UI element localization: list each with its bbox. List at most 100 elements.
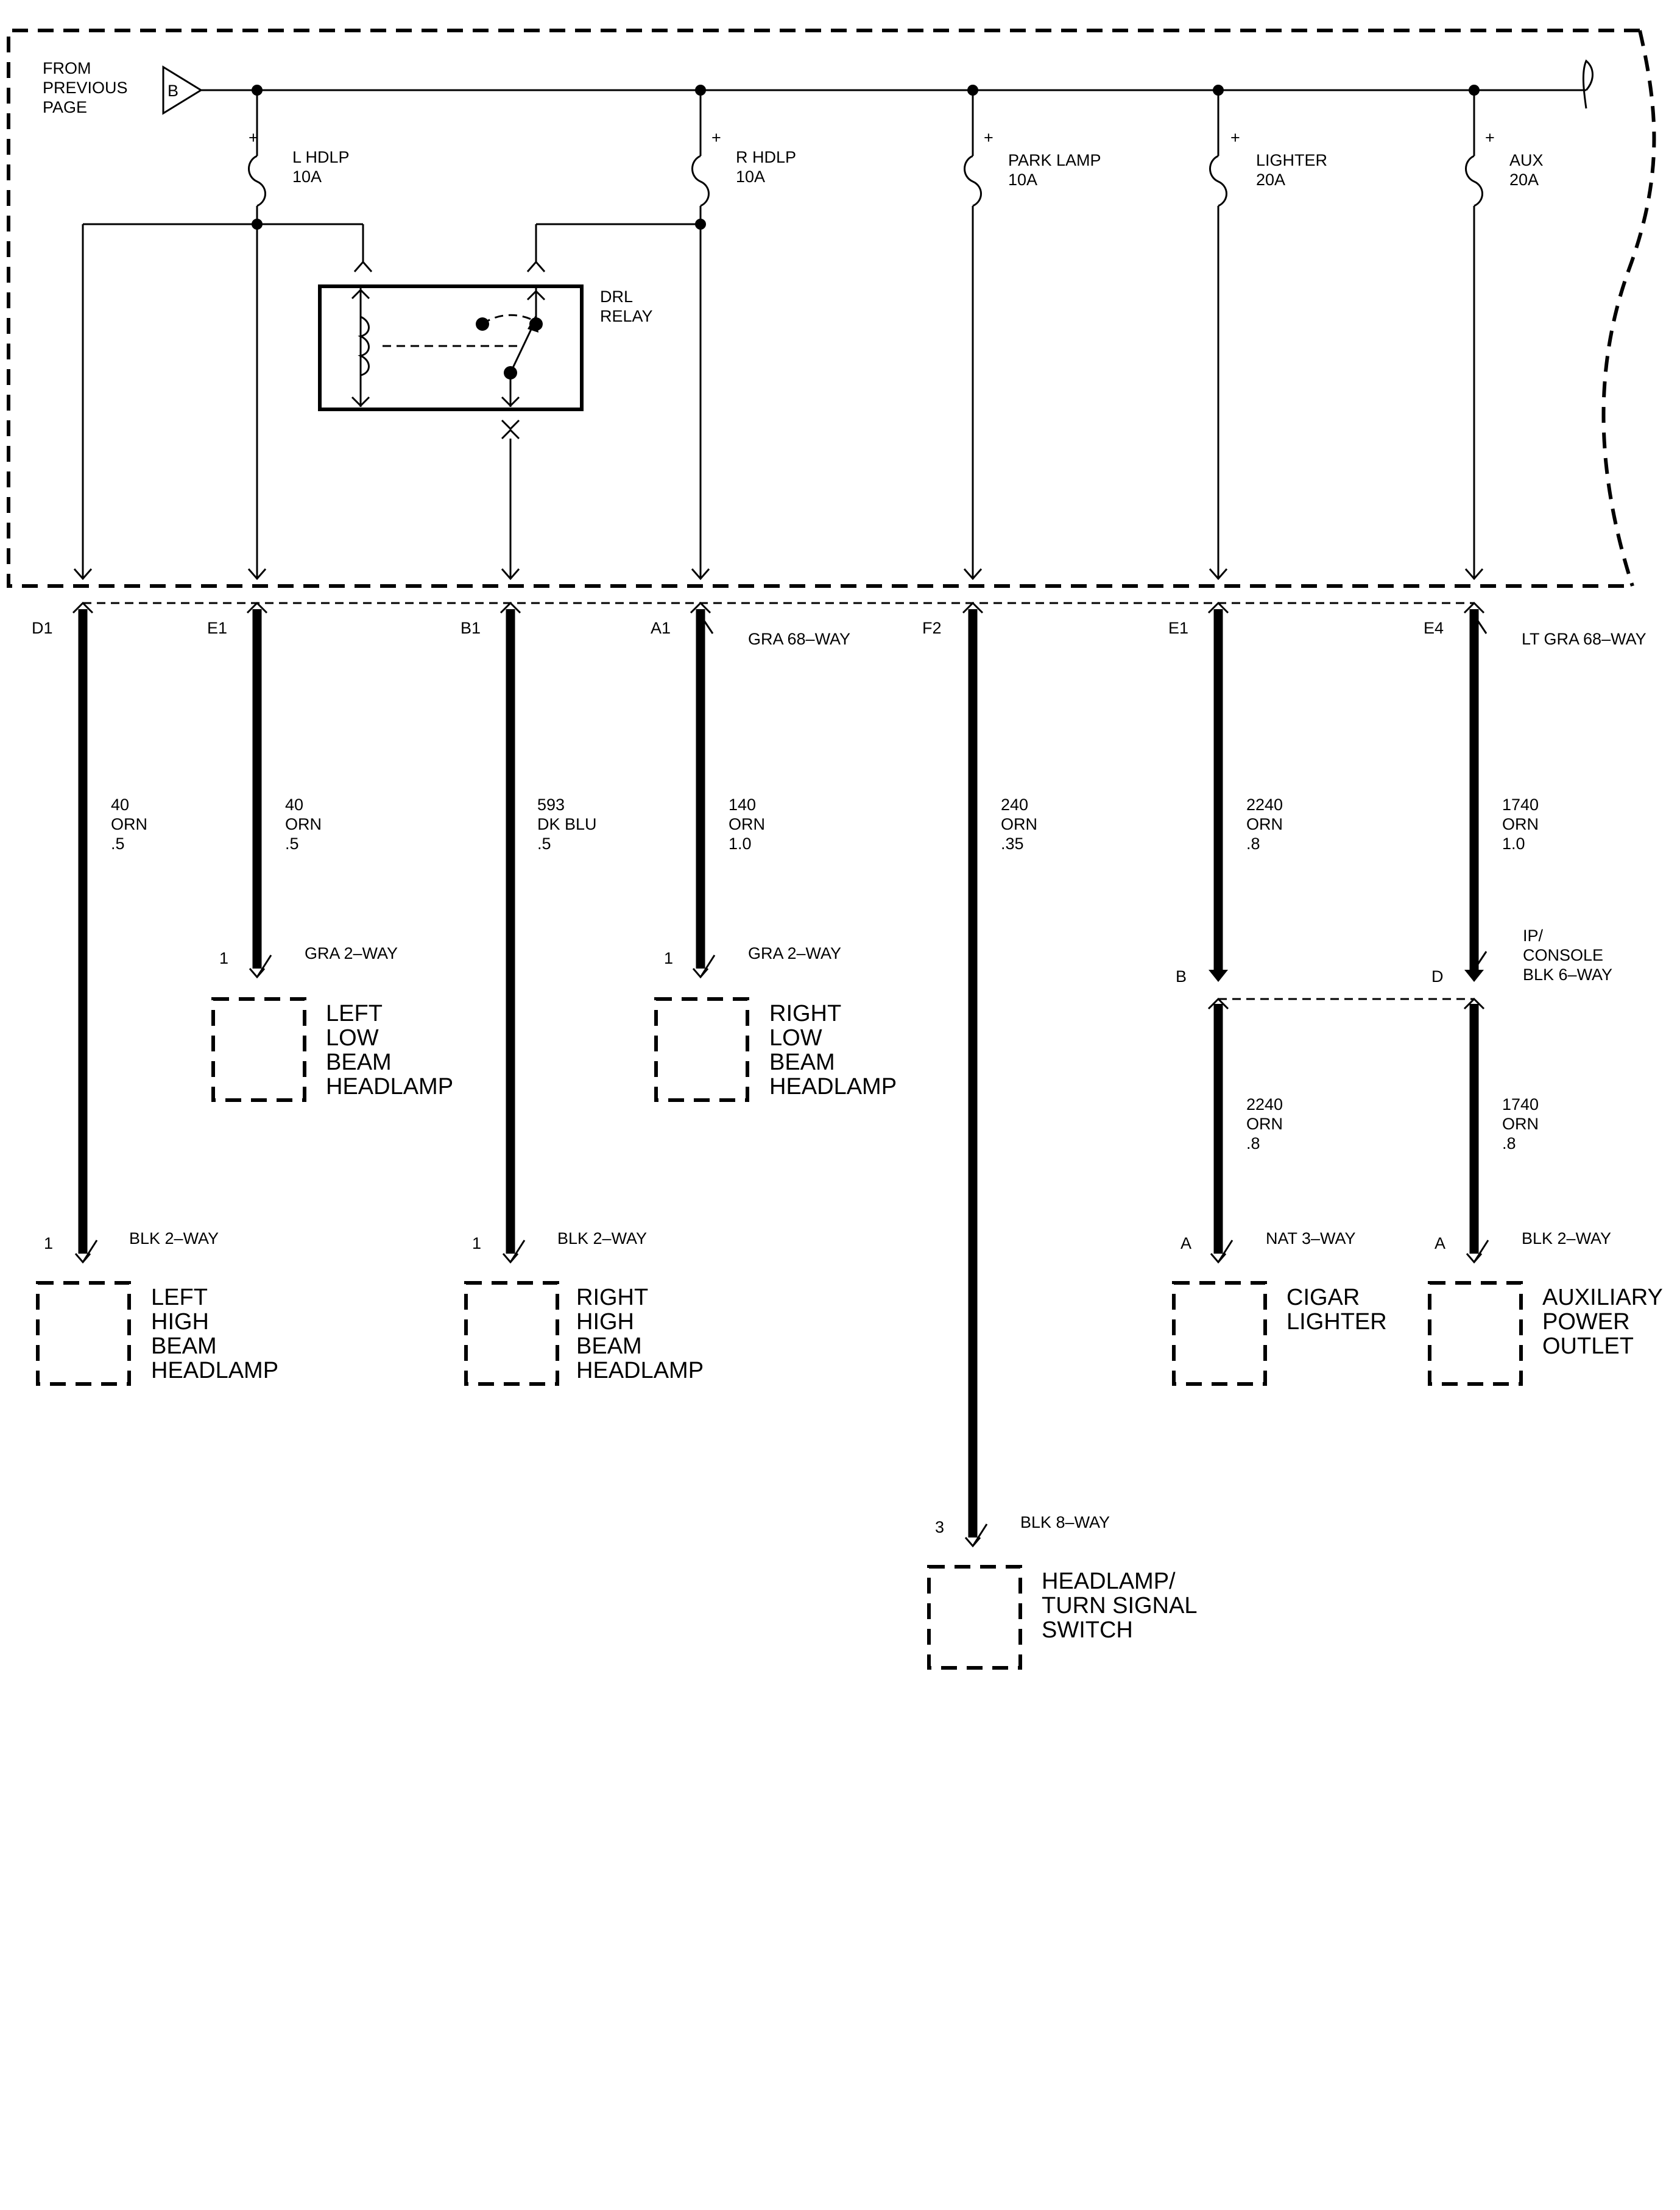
wire-label: 1.0 bbox=[1502, 835, 1525, 853]
fuse-label: R HDLP bbox=[736, 148, 796, 166]
wire-label: .5 bbox=[111, 835, 125, 853]
fuse-plus: + bbox=[984, 129, 994, 147]
component-pin: 1 bbox=[219, 949, 228, 967]
wire-label: 240 bbox=[1001, 796, 1028, 814]
console-label-1: IP/ bbox=[1523, 927, 1544, 945]
page-ref-letter: B bbox=[168, 82, 178, 100]
ip-console-connector: B D IP/ CONSOLE BLK 6–WAY bbox=[1176, 927, 1612, 1010]
fuse-l-hdlp: + L HDLP 10A bbox=[248, 90, 350, 207]
pin-f2: F2 bbox=[922, 619, 942, 637]
fuse-park-lamp: + PARK LAMP 10A bbox=[964, 90, 1101, 207]
component-label: RIGHT bbox=[576, 1285, 648, 1310]
component-label: SWITCH bbox=[1042, 1617, 1133, 1643]
fuse-rating: 20A bbox=[1256, 171, 1285, 189]
right-low-beam-headlamp: 1 GRA 2–WAY RIGHT LOW BEAM HEADLAMP bbox=[654, 944, 897, 1102]
component-label: AUXILIARY bbox=[1542, 1285, 1663, 1310]
fuse-block-border bbox=[7, 29, 1656, 588]
auxiliary-power-outlet: A BLK 2–WAY AUXILIARY POWER OUTLET bbox=[1428, 1229, 1663, 1386]
wire-label: ORN bbox=[111, 815, 147, 833]
component-label: BEAM bbox=[769, 1050, 835, 1075]
relay-label-2: RELAY bbox=[600, 307, 653, 325]
wire-label: .5 bbox=[285, 835, 299, 853]
component-label: RIGHT bbox=[769, 1001, 841, 1026]
console-pin-d: D bbox=[1431, 967, 1444, 986]
page-ref-line-1: FROM bbox=[43, 59, 91, 77]
component-label: LIGHTER bbox=[1286, 1309, 1387, 1335]
fuse-label: AUX bbox=[1509, 151, 1544, 169]
component-label: POWER bbox=[1542, 1309, 1630, 1335]
wire-labels: 40 ORN .5 40 ORN .5 593 DK BLU .5 140 OR… bbox=[111, 796, 1539, 1153]
fuse-rating: 10A bbox=[736, 168, 765, 186]
fuse-plus: + bbox=[1485, 129, 1495, 147]
console-label-3: BLK 6–WAY bbox=[1523, 966, 1612, 984]
wire-label: .8 bbox=[1502, 1134, 1516, 1153]
component-pin: 3 bbox=[935, 1518, 944, 1536]
wire-label: 40 bbox=[111, 796, 129, 814]
wire-label: ORN bbox=[1246, 815, 1283, 833]
console-label-2: CONSOLE bbox=[1523, 946, 1603, 964]
wire-label: ORN bbox=[729, 815, 765, 833]
wire-label: 593 bbox=[537, 796, 565, 814]
fuse-label: L HDLP bbox=[292, 148, 350, 166]
component-label: TURN SIGNAL bbox=[1042, 1593, 1197, 1619]
fuse-r-hdlp: + R HDLP 10A bbox=[691, 90, 796, 207]
pin-b1: B1 bbox=[461, 619, 481, 637]
power-bus: B FROM PREVIOUS PAGE bbox=[43, 59, 1594, 116]
component-label: LEFT bbox=[151, 1285, 208, 1310]
component-pin: A bbox=[1181, 1234, 1191, 1252]
component-connector: BLK 8–WAY bbox=[1020, 1513, 1110, 1531]
left-low-beam-headlamp: 1 GRA 2–WAY LEFT LOW BEAM HEADLAMP bbox=[211, 944, 453, 1102]
component-pin: 1 bbox=[472, 1234, 481, 1252]
fuse-plus: + bbox=[1230, 129, 1240, 147]
wire-label: .35 bbox=[1001, 835, 1024, 853]
fuse-rating: 10A bbox=[292, 168, 322, 186]
headlamp-turn-signal-switch: 3 BLK 8–WAY HEADLAMP/ TURN SIGNAL SWITCH bbox=[927, 1513, 1197, 1670]
wire-label: .5 bbox=[537, 835, 551, 853]
component-label: BEAM bbox=[576, 1333, 642, 1359]
pin-e4: E4 bbox=[1424, 619, 1444, 637]
wire-label: ORN bbox=[1502, 815, 1539, 833]
wire-label: 140 bbox=[729, 796, 756, 814]
relay-label: DRL bbox=[600, 288, 633, 306]
component-label: HEADLAMP/ bbox=[1042, 1569, 1176, 1594]
fuse-plus: + bbox=[711, 129, 721, 147]
wire-label: .8 bbox=[1246, 1134, 1260, 1153]
left-high-beam-headlamp: 1 BLK 2–WAY LEFT HIGH BEAM HEADLAMP bbox=[36, 1229, 278, 1386]
component-pin: A bbox=[1435, 1234, 1445, 1252]
fuse-plus: + bbox=[249, 129, 258, 147]
wire-label: ORN bbox=[1246, 1115, 1283, 1133]
fuse-rating: 10A bbox=[1008, 171, 1037, 189]
component-connector: BLK 2–WAY bbox=[1522, 1229, 1611, 1248]
component-label: HEADLAMP bbox=[326, 1074, 453, 1100]
component-label: HEADLAMP bbox=[769, 1074, 897, 1100]
component-label: BEAM bbox=[151, 1333, 217, 1359]
component-label: HIGH bbox=[576, 1309, 634, 1335]
fuse-aux: + AUX 20A bbox=[1465, 90, 1544, 207]
component-label: LEFT bbox=[326, 1001, 383, 1026]
component-pin: 1 bbox=[664, 949, 673, 967]
fuse-label: PARK LAMP bbox=[1008, 151, 1101, 169]
component-label: HEADLAMP bbox=[576, 1358, 704, 1383]
pin-e1: E1 bbox=[207, 619, 227, 637]
pin-e1-lighter: E1 bbox=[1168, 619, 1188, 637]
wire-label: 2240 bbox=[1246, 796, 1283, 814]
harness-wires bbox=[78, 609, 1479, 1537]
component-connector: BLK 2–WAY bbox=[557, 1229, 647, 1248]
connector-gra-68-way: GRA 68–WAY bbox=[748, 630, 850, 648]
wire-label: ORN bbox=[1502, 1115, 1539, 1133]
page-ref-line-3: PAGE bbox=[43, 98, 87, 116]
pin-d1: D1 bbox=[32, 619, 53, 637]
component-pin: 1 bbox=[44, 1234, 53, 1252]
component-label: HEADLAMP bbox=[151, 1358, 278, 1383]
wire-label: 1740 bbox=[1502, 1095, 1539, 1114]
component-connector: NAT 3–WAY bbox=[1266, 1229, 1356, 1248]
component-label: BEAM bbox=[326, 1050, 392, 1075]
fuse-label: LIGHTER bbox=[1256, 151, 1327, 169]
fuse-block-circuits bbox=[73, 206, 1484, 581]
wire-label: 2240 bbox=[1246, 1095, 1283, 1114]
wire-label: 1740 bbox=[1502, 796, 1539, 814]
wire-label: ORN bbox=[285, 815, 322, 833]
cigar-lighter: A NAT 3–WAY CIGAR LIGHTER bbox=[1172, 1229, 1387, 1386]
pin-a1: A1 bbox=[651, 619, 671, 637]
connector-68-way: D1 E1 B1 A1 F2 E1 E4 GRA 68–WAY LT GRA 6… bbox=[32, 601, 1646, 648]
